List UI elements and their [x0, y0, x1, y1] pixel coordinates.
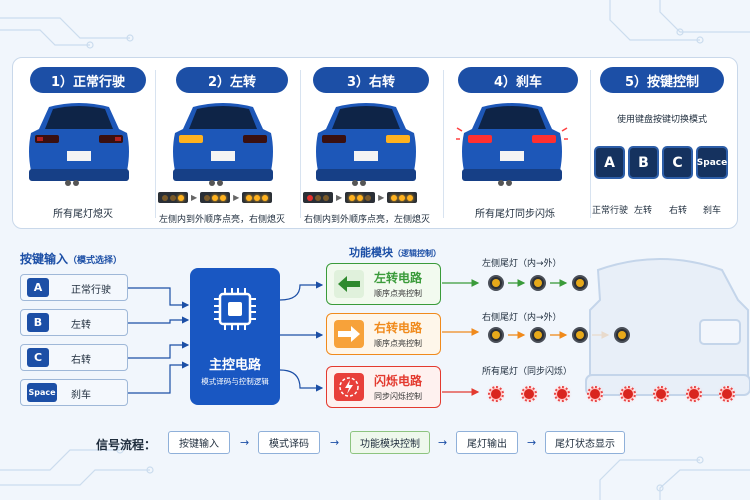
module-flash: 闪烁电路 同步闪烁控制 — [326, 366, 441, 408]
divider — [155, 70, 156, 218]
arrow-left-icon — [334, 270, 364, 298]
divider — [590, 70, 591, 218]
flow-step: 模式译码 — [258, 431, 320, 454]
flow-step: 按键输入 — [168, 431, 230, 454]
tail-lamp-red — [686, 386, 702, 402]
chip-icon — [214, 288, 256, 330]
caption-brake: 所有尾灯同步闪烁 — [475, 209, 555, 220]
caption-right: 右侧内到外顺序点亮，左侧熄灭 — [303, 215, 430, 225]
key-b-badge: B — [27, 313, 49, 332]
key-c-label: 右转 — [668, 206, 687, 216]
inputs-title: 按键输入（模式选择） — [20, 252, 123, 266]
flow-arrow: → — [330, 436, 340, 449]
flow-arrow: → — [240, 436, 250, 449]
tail-lamp — [530, 275, 546, 291]
flow-step: 尾灯输出 — [456, 431, 518, 454]
module-name: 闪烁电路 — [374, 374, 423, 388]
flow-step: 功能模块控制 — [350, 431, 430, 454]
right-sequence: ▶ ▶ — [303, 192, 418, 203]
tail-lamp — [572, 275, 588, 291]
mode-title-keys: 5）按键控制 — [600, 67, 724, 93]
key-a: A — [594, 146, 625, 179]
tail-lamp-red — [653, 386, 669, 402]
main-control-chip: 主控电路 模式译码与控制逻辑 — [190, 268, 280, 405]
tail-lamp — [488, 327, 504, 343]
key-c: C — [662, 146, 693, 179]
tail-lamp-red — [620, 386, 636, 402]
key-b: B — [628, 146, 659, 179]
cpu-title: 主控电路 — [208, 358, 261, 373]
input-label: 正常行驶 — [71, 285, 111, 296]
tail-lamp-red — [554, 386, 570, 402]
output-label-all: 所有尾灯（同步闪烁） — [482, 367, 573, 377]
divider — [443, 70, 444, 218]
key-space-badge: Space — [27, 383, 57, 402]
flow-step: 尾灯状态显示 — [545, 431, 625, 454]
left-sequence: ▶ ▶ — [158, 192, 273, 203]
key-a-label: 正常行驶 — [591, 206, 628, 216]
car-rear-normal-icon — [29, 103, 129, 186]
tail-lamp-red — [587, 386, 603, 402]
mode-title-right: 3）右转 — [313, 67, 429, 93]
tail-lamp-red — [719, 386, 735, 402]
mode-title-normal: 1）正常行驶 — [30, 67, 146, 93]
flow-arrow: → — [438, 436, 448, 449]
divider — [300, 70, 301, 218]
func-title: 功能模块（逻辑控制） — [349, 246, 441, 259]
module-sub: 顺序点亮控制 — [374, 339, 422, 348]
input-item-space: Space 刹车 — [20, 379, 128, 406]
key-space: Space — [696, 146, 728, 179]
output-label-right: 右侧尾灯（内→外） — [482, 313, 562, 323]
arrow-right-icon — [334, 320, 364, 348]
flow-title: 信号流程： — [96, 438, 157, 452]
caption-keys: 使用键盘按键切换模式 — [616, 115, 707, 125]
key-a-badge: A — [27, 278, 49, 297]
key-b-label: 左转 — [633, 206, 652, 216]
module-sub: 顺序点亮控制 — [374, 289, 422, 298]
tail-lamp — [530, 327, 546, 343]
tail-lamp — [614, 327, 630, 343]
key-space-label: 刹车 — [702, 206, 721, 216]
car-rear-left-icon — [173, 103, 273, 186]
mode-title-brake: 4）刹车 — [458, 67, 578, 93]
input-item-c: C 右转 — [20, 344, 128, 371]
module-right-turn: 右转电路 顺序点亮控制 — [326, 313, 441, 355]
cpu-subtitle: 模式译码与控制逻辑 — [201, 377, 269, 386]
module-sub: 同步闪烁控制 — [374, 392, 422, 401]
mode-title-left: 2）左转 — [176, 67, 288, 93]
module-name: 左转电路 — [374, 271, 423, 285]
caption-left: 左侧内到外顺序点亮，右侧熄灭 — [158, 215, 285, 225]
input-item-a: A 正常行驶 — [20, 274, 128, 301]
output-label-left: 左侧尾灯（内→外） — [482, 259, 562, 269]
key-c-badge: C — [27, 348, 49, 367]
input-label: 刹车 — [71, 390, 91, 401]
tail-lamp-red — [488, 386, 504, 402]
car-rear-right-icon — [316, 103, 416, 186]
tail-lamp-red — [521, 386, 537, 402]
input-label: 右转 — [71, 355, 91, 366]
flash-icon — [334, 373, 364, 401]
module-left-turn: 左转电路 顺序点亮控制 — [326, 263, 441, 305]
tail-lamp — [572, 327, 588, 343]
flow-arrow: → — [527, 436, 537, 449]
module-name: 右转电路 — [374, 321, 423, 335]
input-item-b: B 左转 — [20, 309, 128, 336]
caption-normal: 所有尾灯熄灭 — [53, 209, 113, 220]
car-rear-brake-icon — [456, 103, 568, 186]
tail-lamp — [488, 275, 504, 291]
input-label: 左转 — [71, 320, 91, 331]
